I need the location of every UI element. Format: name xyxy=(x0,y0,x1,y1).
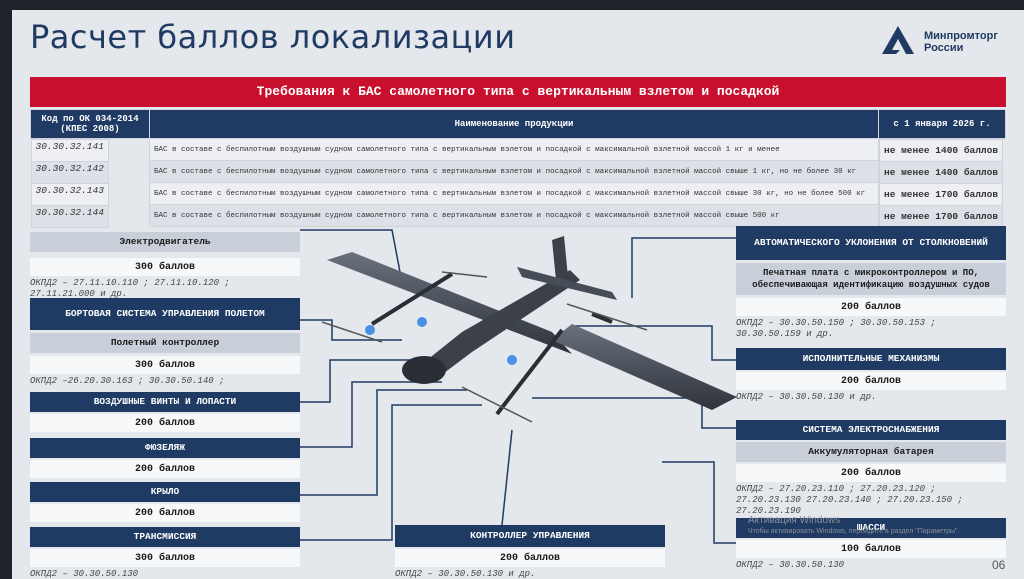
ministry-logo: Минпромторг России xyxy=(880,24,1020,64)
page-number: 06 xyxy=(992,558,1006,572)
motor-booms xyxy=(370,272,613,416)
table-header-row: Код по ОК 034-2014 (КПЕС 2008) Наименова… xyxy=(30,109,1006,139)
table-row: 30.30.32.141 БАС в составе с беспилотным… xyxy=(30,138,1006,162)
tail-plane xyxy=(517,267,617,300)
page-title: Расчет баллов локализации xyxy=(30,18,516,56)
wing-title: КРЫЛО xyxy=(30,482,300,502)
logo-line-2: России xyxy=(924,42,964,54)
motor-icon xyxy=(365,325,375,335)
row-name: БАС в составе с беспилотным воздушным су… xyxy=(149,138,879,161)
fuselage-nose xyxy=(402,356,446,384)
fuselage-body xyxy=(412,270,580,382)
power-title: СИСТЕМА ЭЛЕКТРОСНАБЖЕНИЯ xyxy=(736,420,1006,440)
chassis-title: ШАССИ xyxy=(736,518,1006,538)
column-header-code: Код по ОК 034-2014 (КПЕС 2008) xyxy=(30,109,150,139)
row-name: БАС в составе с беспилотным воздушным су… xyxy=(149,204,879,227)
motor-points: 300 баллов xyxy=(30,258,300,276)
power-sub: Аккумуляторная батарея xyxy=(736,442,1006,462)
avoid-codes: ОКПД2 – 30.30.50.150 ; 30.30.50.153 ; 30… xyxy=(736,318,936,339)
row-name: БАС в составе с беспилотным воздушным су… xyxy=(149,160,879,183)
props-points: 200 баллов xyxy=(30,414,300,432)
controller-points: 200 баллов xyxy=(395,549,665,567)
right-wing xyxy=(552,324,737,410)
motor-title: Электродвигатель xyxy=(30,232,300,252)
tail-fin xyxy=(552,236,568,280)
motor-icon xyxy=(417,317,427,327)
table-row: 30.30.32.142 БАС в составе с беспилотным… xyxy=(30,160,1006,184)
chassis-points: 100 баллов xyxy=(736,540,1006,558)
left-wing xyxy=(327,252,572,354)
table-row: 30.30.32.143 БАС в составе с беспилотным… xyxy=(30,182,1006,206)
actuators-codes: ОКПД2 – 30.30.50.130 и др. xyxy=(736,392,877,402)
avoid-sub: Печатная плата с микроконтроллером и ПО,… xyxy=(736,263,1006,295)
fcs-title: БОРТОВАЯ СИСТЕМА УПРАВЛЕНИЯ ПОЛЕТОМ xyxy=(30,298,300,330)
row-code: 30.30.32.142 xyxy=(30,160,109,184)
motor-codes: ОКПД2 – 27.11.10.110 ; 27.11.10.120 ; 27… xyxy=(30,278,230,299)
fcs-codes: ОКПД2 –26.20.30.163 ; 30.30.50.140 ; xyxy=(30,376,225,386)
row-code: 30.30.32.143 xyxy=(30,182,109,206)
fuselage-points: 200 баллов xyxy=(30,460,300,478)
slide: Расчет баллов локализации Минпромторг Ро… xyxy=(12,10,1024,579)
actuators-points: 200 баллов xyxy=(736,372,1006,390)
props-title: ВОЗДУШНЫЕ ВИНТЫ И ЛОПАСТИ xyxy=(30,392,300,412)
row-code: 30.30.32.144 xyxy=(30,204,109,228)
fuselage-title: ФЮЗЕЛЯЖ xyxy=(30,438,300,458)
requirements-banner: Требования к БАС самолетного типа с верт… xyxy=(30,77,1006,107)
fcs-sub: Полетный контроллер xyxy=(30,333,300,353)
windows-activation-watermark: Активация Windows Чтобы активировать Win… xyxy=(748,515,959,537)
controller-codes: ОКПД2 – 30.30.50.130 и др. xyxy=(395,569,536,579)
actuators-title: ИСПОЛНИТЕЛЬНЫЕ МЕХАНИЗМЫ xyxy=(736,348,1006,370)
table-row: 30.30.32.144 БАС в составе с беспилотным… xyxy=(30,204,1006,228)
transmission-points: 300 баллов xyxy=(30,549,300,567)
row-name: БАС в составе с беспилотным воздушным су… xyxy=(149,182,879,205)
avoid-title: АВТОМАТИЧЕСКОГО УКЛОНЕНИЯ ОТ СТОЛКНОВЕНИ… xyxy=(736,226,1006,260)
motor-icon xyxy=(507,355,517,365)
row-code: 30.30.32.141 xyxy=(30,139,109,162)
controller-title: КОНТРОЛЛЕР УПРАВЛЕНИЯ xyxy=(395,525,665,547)
avoid-points: 200 баллов xyxy=(736,298,1006,316)
ministry-logo-text: Минпромторг России xyxy=(924,30,998,54)
wing-points: 200 баллов xyxy=(30,504,300,522)
requirements-table: Код по ОК 034-2014 (КПЕС 2008) Наименова… xyxy=(30,109,1006,228)
watermark-subtitle: Чтобы активировать Windows, перейдите в … xyxy=(748,528,960,535)
row-points: не менее 1700 баллов xyxy=(879,182,1004,206)
row-points: не менее 1400 баллов xyxy=(879,139,1004,162)
row-points: не менее 1400 баллов xyxy=(879,160,1004,184)
logo-line-1: Минпромторг xyxy=(924,30,998,42)
row-points: не менее 1700 баллов xyxy=(879,204,1004,228)
power-codes: ОКПД2 – 27.20.23.110 ; 27.20.23.120 ; 27… xyxy=(736,484,963,516)
propellers xyxy=(321,271,648,423)
transmission-codes: ОКПД2 – 30.30.50.130 xyxy=(30,569,139,579)
drone-illustration xyxy=(321,236,737,423)
chassis-codes: ОКПД2 – 30.30.50.130 xyxy=(736,560,845,570)
transmission-title: ТРАНСМИССИЯ xyxy=(30,527,300,547)
fcs-points: 300 баллов xyxy=(30,356,300,374)
watermark-title: Активация Windows xyxy=(748,515,841,526)
column-header-points: с 1 января 2026 г. xyxy=(878,109,1006,139)
power-points: 200 баллов xyxy=(736,464,1006,482)
ministry-logo-icon xyxy=(882,26,914,54)
column-header-name: Наименование продукции xyxy=(149,109,879,139)
